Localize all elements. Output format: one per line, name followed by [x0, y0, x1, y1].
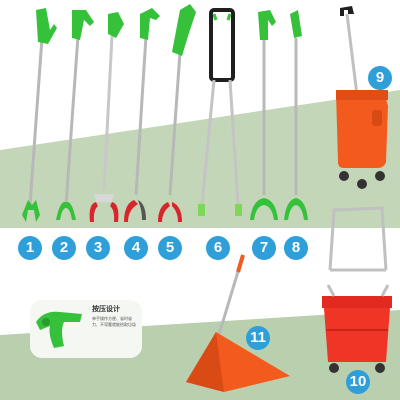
cart-bin-10: [322, 206, 392, 373]
grabber-4: [124, 8, 160, 222]
grabber-5: [158, 4, 196, 222]
grabber-2: [56, 10, 94, 220]
badge-1: 1: [18, 236, 42, 260]
badge-8: 8: [284, 236, 308, 260]
grabber-8: [284, 10, 308, 220]
badge-3: 3: [86, 236, 110, 260]
badge-4: 4: [124, 236, 148, 260]
inset-press-design: 按压设计 单手操作方便、省时省力、不弯腰就能拾取垃圾: [30, 300, 142, 358]
trigger-closeup-illustration: [36, 311, 82, 348]
inset-title: 按压设计: [92, 306, 120, 313]
badge-10: 10: [346, 370, 370, 394]
dustpan-11: [186, 254, 290, 392]
badge-7: 7: [252, 236, 276, 260]
tongs-6: [198, 8, 242, 216]
grabber-3: [89, 12, 124, 222]
badge-11: 11: [246, 326, 270, 350]
inset-description: 单手操作方便、省时省力、不弯腰就能拾取垃圾: [92, 316, 136, 327]
badge-6: 6: [206, 236, 230, 260]
badge-5: 5: [158, 236, 182, 260]
rolling-bin-9: [336, 6, 388, 189]
badge-2: 2: [52, 236, 76, 260]
badge-9: 9: [368, 66, 392, 90]
grabber-1: [22, 8, 57, 222]
grabber-7: [250, 10, 278, 220]
